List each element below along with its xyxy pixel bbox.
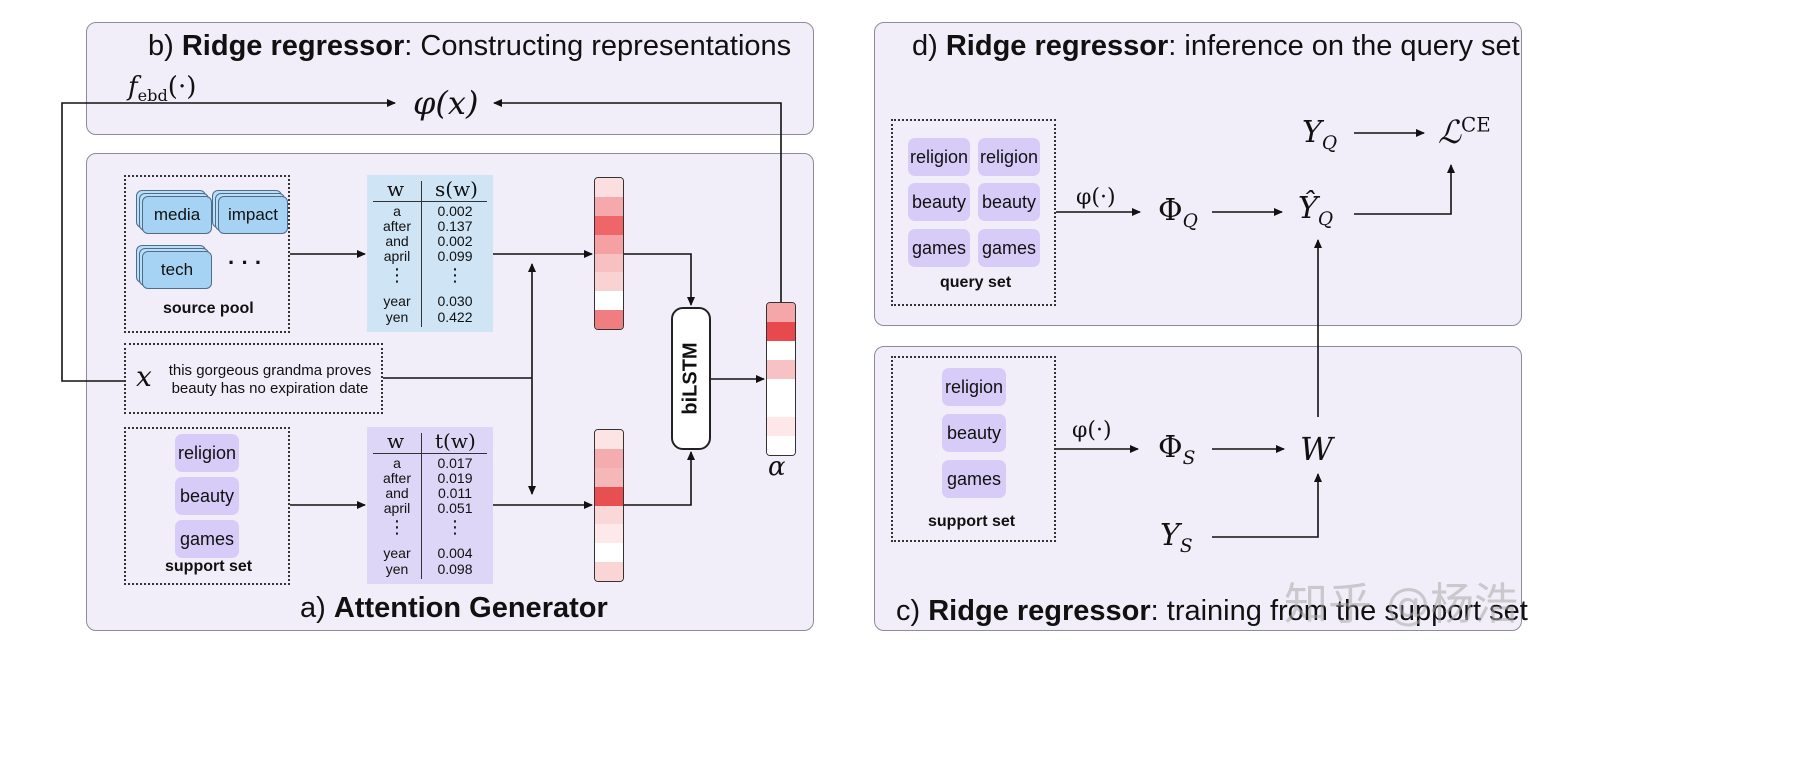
bar-cell bbox=[767, 341, 795, 360]
query-set-label: query set bbox=[940, 274, 1012, 291]
loss-CE: ℒCE bbox=[1438, 113, 1491, 151]
bar-cell bbox=[767, 436, 795, 455]
bar-cell bbox=[595, 196, 623, 216]
bilstm-block: biLSTM bbox=[671, 307, 711, 450]
W-label: W bbox=[1300, 430, 1333, 468]
source-pool-label: source pool bbox=[163, 300, 254, 317]
bar-cell bbox=[767, 379, 795, 398]
bar-cell bbox=[767, 322, 795, 341]
f-ebd-label: febd(·) bbox=[128, 72, 197, 106]
support-chip-beauty-c: beauty bbox=[942, 414, 1006, 452]
bar-cell bbox=[767, 303, 795, 322]
x-label: x bbox=[136, 360, 152, 393]
bar-cell bbox=[595, 524, 623, 544]
bar-cell bbox=[595, 234, 623, 254]
bar-cell bbox=[595, 291, 623, 311]
alpha-bar bbox=[766, 302, 796, 456]
source-pool-box bbox=[124, 175, 290, 333]
bar-cell bbox=[595, 448, 623, 468]
bar-cell bbox=[595, 430, 623, 449]
score-bar-top bbox=[594, 177, 624, 330]
support-set-label-c: support set bbox=[928, 513, 1016, 530]
bar-cell bbox=[767, 417, 795, 436]
support-set-label-a: support set bbox=[165, 558, 253, 575]
panel-c-title: c) Ridge regressor: training from the su… bbox=[896, 595, 1528, 627]
panel-b-title: b) Ridge regressor: Constructing represe… bbox=[148, 30, 792, 62]
score-bar-bottom bbox=[594, 429, 624, 582]
phi-dot-d: φ(·) bbox=[1076, 185, 1116, 210]
source-ellipsis: · · · bbox=[228, 250, 263, 275]
input-x-box bbox=[124, 343, 383, 414]
bar-cell bbox=[595, 310, 623, 329]
panel-d-title: d) Ridge regressor: inference on the que… bbox=[912, 30, 1520, 62]
support-set-box-a bbox=[124, 427, 290, 585]
support-chip-religion-c: religion bbox=[942, 368, 1006, 406]
support-chip-religion-a: religion bbox=[175, 434, 239, 472]
panel-a-title: a) Attention Generator bbox=[300, 592, 608, 624]
bar-cell bbox=[595, 215, 623, 235]
Y-S: YS bbox=[1160, 518, 1193, 557]
Yhat-Q: ŶQ bbox=[1298, 191, 1334, 230]
watermark: 知乎 @杨浩 bbox=[1284, 579, 1518, 630]
bar-cell bbox=[595, 272, 623, 292]
bar-cell bbox=[595, 505, 623, 525]
query-chip-2: religion bbox=[978, 138, 1040, 176]
panel-b bbox=[86, 22, 814, 135]
bar-cell bbox=[595, 562, 623, 581]
arrow-alpha-to-phi bbox=[493, 99, 782, 302]
bar-cell bbox=[767, 360, 795, 379]
source-item-tech: tech bbox=[136, 245, 212, 289]
query-set-box bbox=[891, 119, 1056, 306]
bar-cell bbox=[595, 467, 623, 487]
phi-x-label: φ(x) bbox=[413, 84, 479, 122]
phi-dot-c: φ(·) bbox=[1072, 418, 1112, 443]
Phi-Q: ΦQ bbox=[1158, 193, 1198, 232]
query-chip-6: games bbox=[978, 229, 1040, 267]
source-item-impact: impact bbox=[212, 190, 288, 234]
alpha-label: α bbox=[768, 452, 786, 482]
support-chip-games-a: games bbox=[175, 520, 239, 558]
arrow-ys-to-W bbox=[1212, 473, 1322, 538]
arrow-bottombar-to-bilstm bbox=[624, 451, 695, 506]
support-set-box-c bbox=[891, 356, 1056, 542]
bar-cell bbox=[595, 178, 623, 197]
bar-cell bbox=[595, 486, 623, 506]
bar-cell bbox=[595, 543, 623, 563]
support-chip-beauty-a: beauty bbox=[175, 477, 239, 515]
source-item-media: media bbox=[136, 190, 212, 234]
support-chip-games-c: games bbox=[942, 460, 1006, 498]
query-chip-1: religion bbox=[908, 138, 970, 176]
query-chip-3: beauty bbox=[908, 183, 970, 221]
arrow-x-to-phi bbox=[61, 99, 396, 382]
Phi-S: ΦS bbox=[1158, 430, 1196, 469]
Y-Q: YQ bbox=[1302, 115, 1338, 154]
query-chip-5: games bbox=[908, 229, 970, 267]
bar-cell bbox=[595, 253, 623, 273]
arrow-yhat-to-loss bbox=[1354, 164, 1455, 215]
query-chip-4: beauty bbox=[978, 183, 1040, 221]
arrow-topbar-to-bilstm bbox=[624, 253, 695, 306]
bar-cell bbox=[767, 398, 795, 417]
